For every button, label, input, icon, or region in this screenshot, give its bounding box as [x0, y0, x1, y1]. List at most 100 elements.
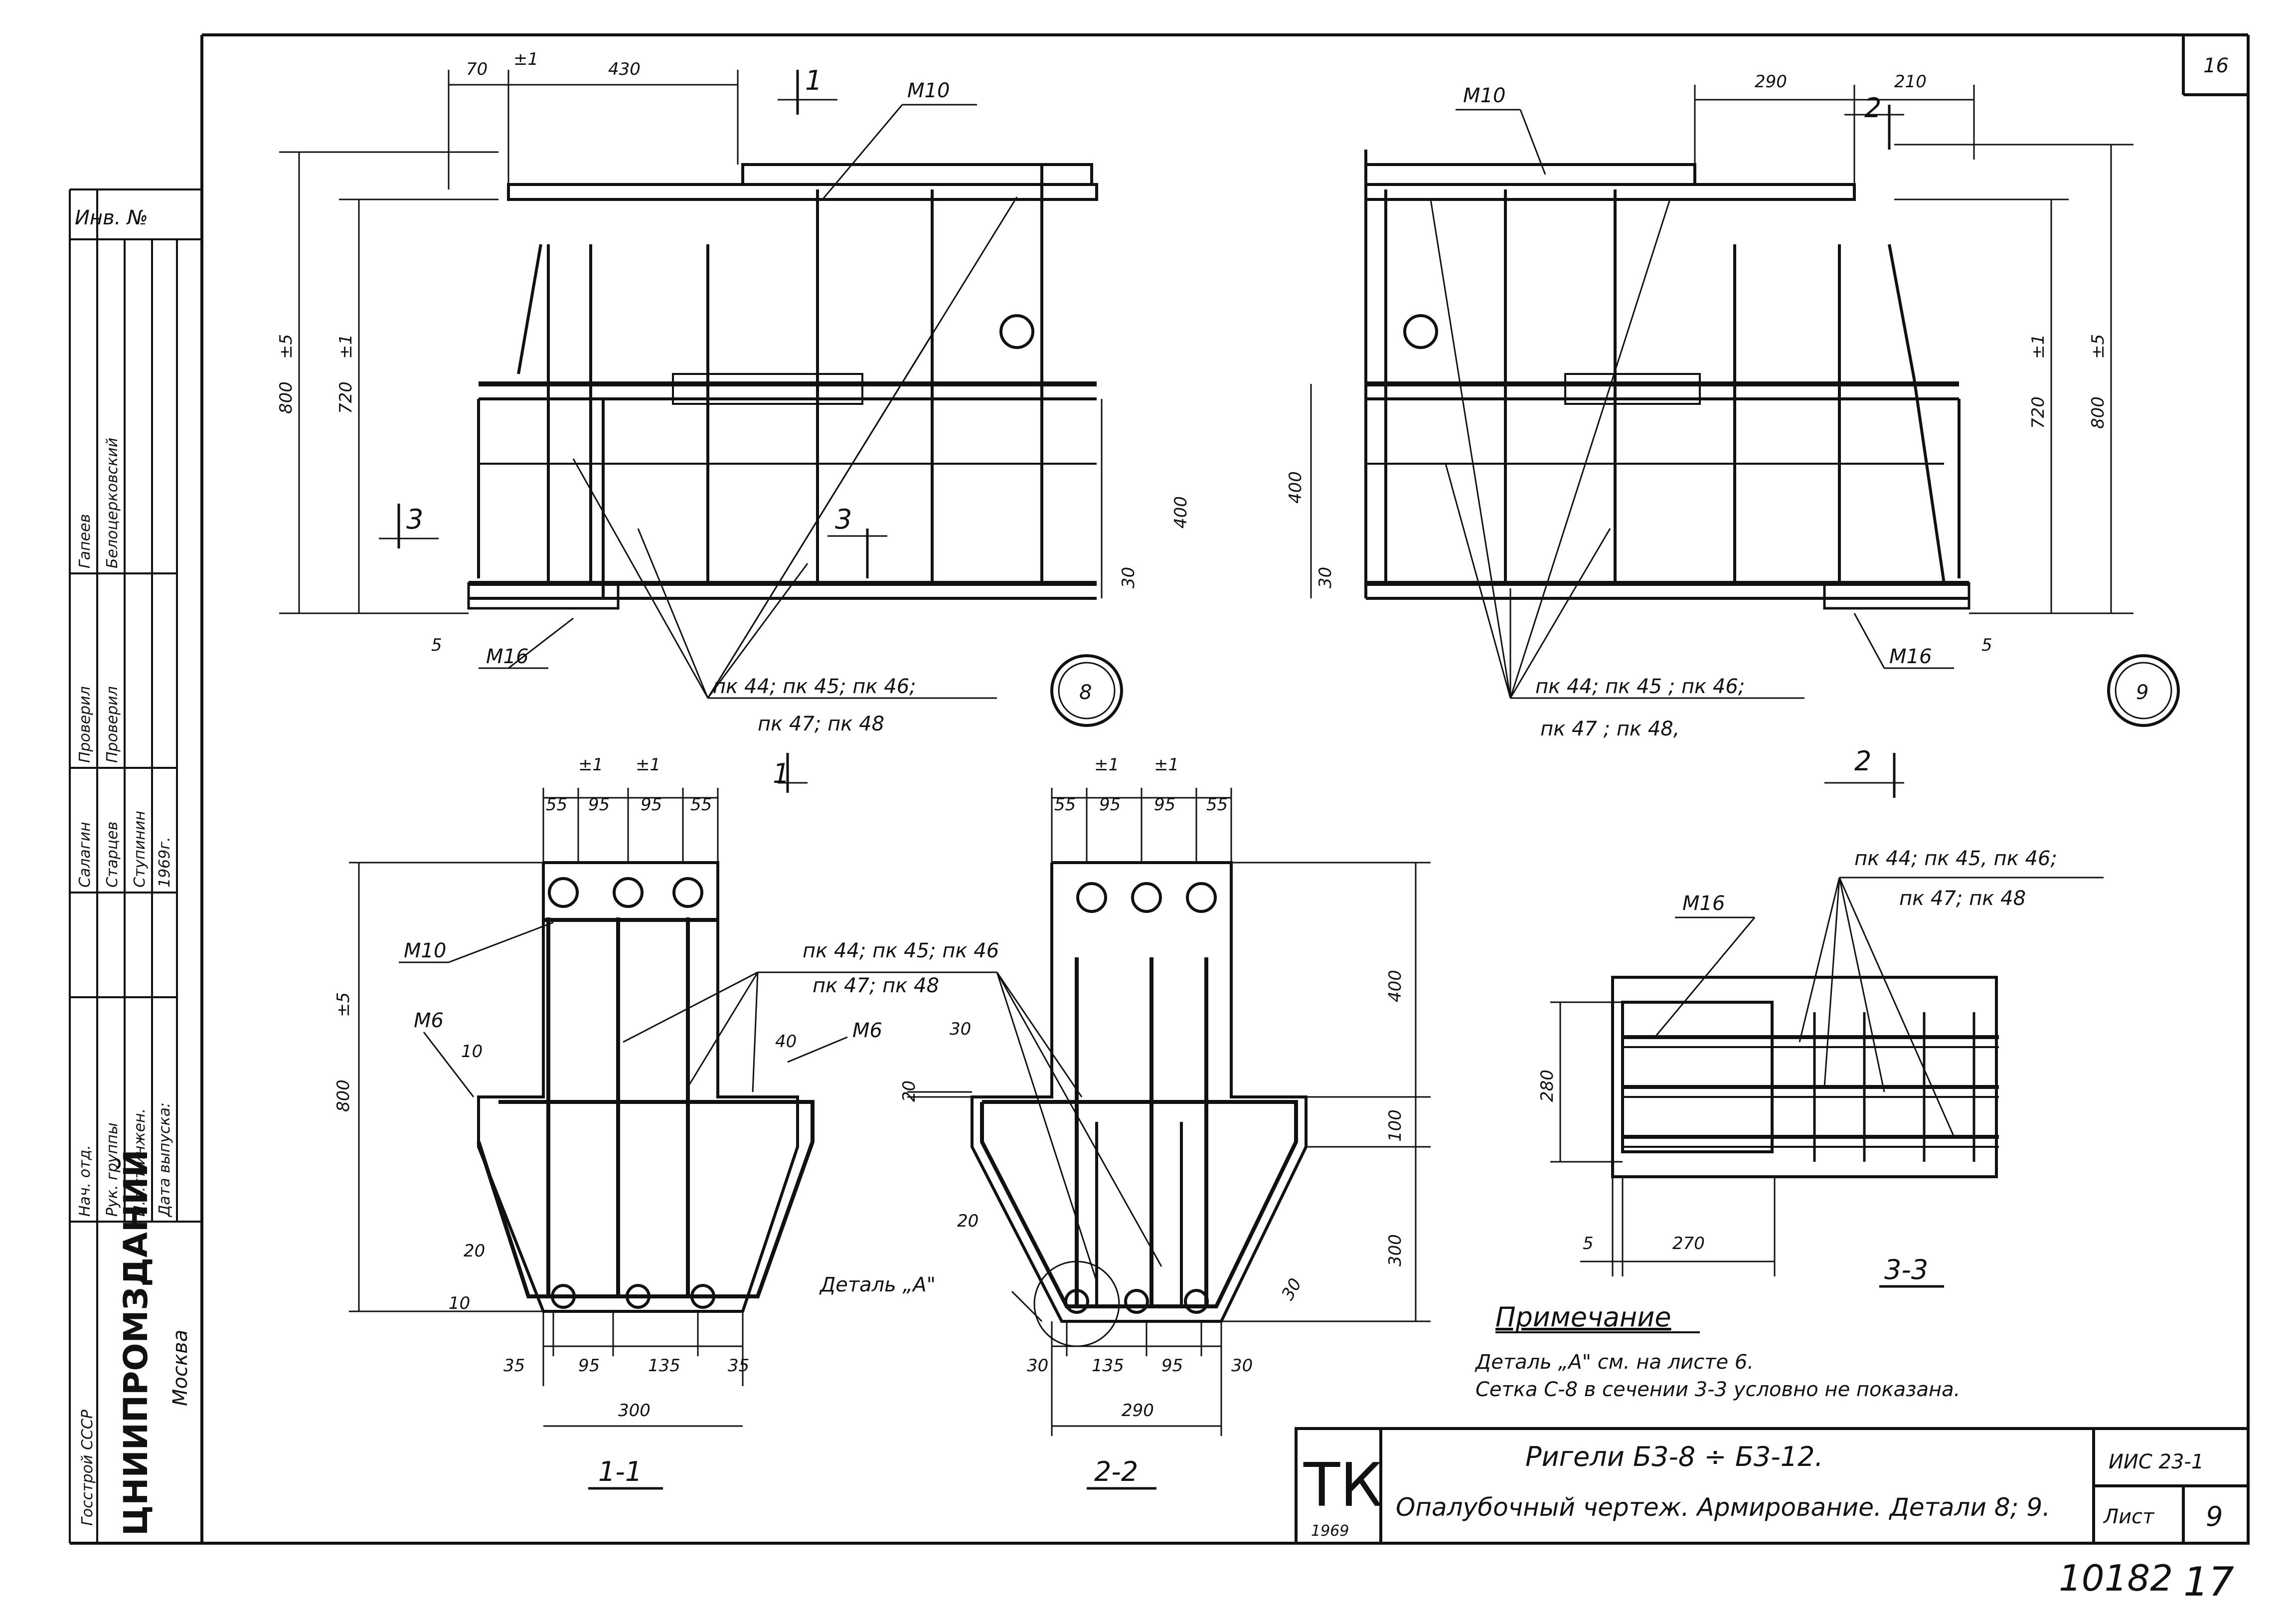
section-1-1-title: 1-1 [598, 1456, 642, 1487]
sheet-frame [70, 33, 2250, 1545]
section-2-2-top-dim-2: 95 [1099, 795, 1121, 815]
note-line-1: Деталь „А" см. на листе 6. [1475, 1351, 1754, 1374]
detail-9-rebar-2: пк 47 ; пк 48, [1540, 718, 1679, 740]
section-2-2-tol-a: ±1 [1094, 755, 1119, 775]
section-1-1-rebar-1: пк 44; пк 45; пк 46 [803, 939, 999, 962]
detail-8-drawing [279, 70, 1123, 727]
section-3-3-d5: 5 [1583, 1234, 1594, 1254]
title-block-title-2: Опалубочный чертеж. Армирование. Детали … [1396, 1493, 2050, 1522]
section-1-1-bottom-dim-3: 135 [648, 1356, 680, 1376]
stamp-role-3: И.о.ст.инжен. [131, 1108, 149, 1217]
stamp-org-name: ЦНИИПРОМЗДАНИЙ [116, 1149, 155, 1536]
section-1-1-tol-b: ±1 [636, 755, 660, 775]
detail-9-dim-720: 720 [2028, 396, 2048, 429]
stamp-inv-no: Инв. № [75, 206, 148, 229]
note-line-2: Сетка С-8 в сечении 3-3 условно не показ… [1476, 1378, 1960, 1401]
section-1-1-d10: 10 [461, 1042, 483, 1062]
section-2-2-bottom-dim-1: 30 [1027, 1356, 1048, 1376]
section-2-2-top-dim-1: 55 [1054, 795, 1076, 815]
page-corner-number: 16 [2203, 54, 2229, 77]
title-block-title-1: Ригели Б3-8 ÷ Б3-12. [1525, 1441, 1823, 1472]
stamp-checked-name-2: Белоцерковский [104, 438, 121, 568]
stamp-release-label: Дата выпуска: [156, 1102, 173, 1218]
stamp-name-2: Старцев [104, 822, 121, 888]
section-2-2-right-dim-100: 100 [1385, 1109, 1405, 1142]
section-1-1-bottom-dim-2: 95 [578, 1356, 600, 1376]
detail-8-m16: М16 [486, 645, 528, 668]
detail-9-dim-720-tol: ±1 [2028, 334, 2048, 359]
section-2-2-bottom-dim-3: 95 [1161, 1356, 1183, 1376]
detail-9-dim-290: 290 [1755, 72, 1787, 92]
section-1-1-top-dim-3: 95 [641, 795, 662, 815]
detail-8-dim-tol-top: ±1 [513, 49, 538, 69]
section-2-2-title: 2-2 [1094, 1456, 1138, 1487]
stamp-name-3: Ступинин [131, 811, 149, 888]
section-3-3-rebar-1: пк 44; пк 45, пк 46; [1854, 847, 2057, 870]
section-3-3-d280: 280 [1537, 1070, 1557, 1102]
section-1-1-top-dim-2: 95 [588, 795, 610, 815]
section-2-2-top-dim-3: 95 [1154, 795, 1175, 815]
stamp-role-1: Нач. отд. [76, 1145, 94, 1217]
detail-8-dim-720-tol: ±1 [336, 334, 356, 359]
detail-9-dim-210: 210 [1894, 72, 1927, 92]
section-1-1-tol-a: ±1 [578, 755, 603, 775]
detail-9-dim-30: 30 [1315, 567, 1335, 588]
detail-8-rebar-1: пк 44; пк 45; пк 46; [713, 675, 916, 698]
section-1-1-m6-right: М6 [852, 1019, 882, 1042]
detail-8-dim-400: 400 [1171, 496, 1191, 529]
section-1-1-top-dim-4: 55 [690, 795, 712, 815]
note-heading: Примечание [1495, 1301, 1671, 1333]
stamp-checked-label-2: Проверил [104, 686, 121, 763]
section-1-1-drawing [349, 753, 997, 1490]
title-block-series: ИИС 23-1 [2109, 1450, 2204, 1473]
section-1-1-bottom-dim-1: 35 [503, 1356, 525, 1376]
detail-9-dim-5: 5 [1981, 635, 1992, 655]
detail-8-m10: М10 [907, 79, 950, 102]
section-1-1-height: 800 [333, 1080, 353, 1112]
section-3-3-drawing [1550, 877, 2104, 1288]
section-1-1-rebar-2: пк 47; пк 48 [813, 974, 939, 997]
title-block-frame [1295, 1427, 2250, 1545]
title-block-tk-year: 1969 [1311, 1522, 1349, 1540]
stamp-role-2: Рук. группы [104, 1122, 121, 1217]
detail-9-dim-800-tol: ±5 [2088, 334, 2108, 359]
section-2-2-bottom-dim-2: 135 [1092, 1356, 1124, 1376]
section-2-2-drawing [907, 788, 1431, 1490]
section-2-2-top-dim-4: 55 [1206, 795, 1228, 815]
detail-8-cut-1: 1 [805, 65, 822, 96]
title-block-sheet-no: 9 [2206, 1501, 2223, 1532]
detail-9-m16: М16 [1889, 645, 1932, 668]
detail-9-dim-400: 400 [1286, 471, 1306, 504]
side-stamp [69, 188, 202, 1543]
detail-8-dim-30: 30 [1119, 567, 1139, 588]
detail-9-m10: М10 [1463, 84, 1505, 107]
detail-8-cut-3b: 3 [835, 504, 852, 535]
section-3-3-m16: М16 [1682, 892, 1725, 915]
section-1-1-d40: 40 [775, 1032, 797, 1052]
detail-9-rebar-1: пк 44; пк 45 ; пк 46; [1535, 675, 1745, 698]
section-1-1-height-tol: ±5 [333, 992, 353, 1017]
archive-number-2: 17 [2183, 1559, 2234, 1605]
detail-8-dim-800: 800 [276, 381, 296, 414]
detail-8-dim-800-tol: ±5 [276, 334, 296, 359]
stamp-name-1: Салагин [76, 822, 94, 888]
detail-9-cut-2-bottom: 2 [1854, 745, 1871, 777]
section-2-2-d20: 20 [899, 1080, 919, 1102]
detail-9-cut-2: 2 [1864, 92, 1881, 124]
archive-number: 10182 [2059, 1557, 2173, 1599]
section-1-1-d20: 20 [464, 1241, 485, 1261]
detail-9-drawing [1310, 85, 2180, 798]
detail-8-rebar-2: пк 47; пк 48 [758, 713, 884, 735]
detail-8-cut-3a: 3 [406, 504, 423, 535]
detail-8-dim-720: 720 [336, 381, 356, 414]
section-2-2-right-dim-300: 300 [1385, 1234, 1405, 1266]
section-3-3-title: 3-3 [1884, 1254, 1928, 1285]
stamp-org-city: Москва [169, 1330, 192, 1406]
section-2-2-d20b: 20 [957, 1211, 979, 1231]
section-1-1-d10b: 10 [449, 1293, 470, 1313]
detail-9-circle-label: 9 [2136, 681, 2148, 704]
section-2-2-d30: 30 [950, 1019, 971, 1039]
stamp-checked-label-1: Проверил [76, 686, 94, 763]
title-block-tk: ТК [1303, 1451, 1383, 1520]
